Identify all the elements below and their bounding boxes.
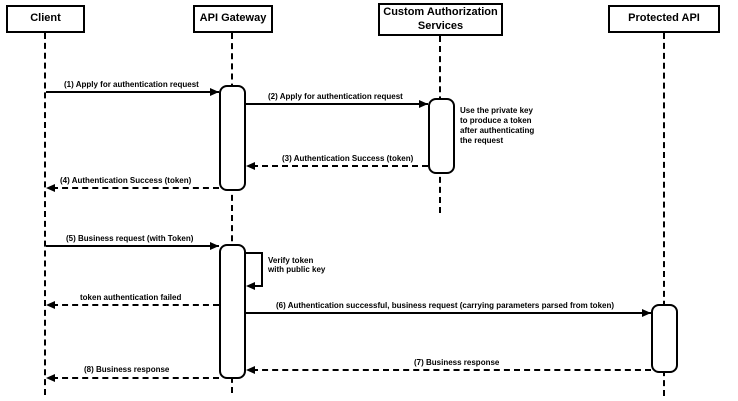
message-fail-arrowhead-icon <box>46 301 55 309</box>
activation-custom-authorization <box>428 98 455 174</box>
lifeline-protected-api <box>663 33 665 396</box>
message-7-arrowhead-icon <box>246 366 255 374</box>
message-7-line <box>252 369 651 371</box>
self-message-right-line <box>261 252 263 286</box>
message-2-arrowhead-icon <box>419 100 428 108</box>
message-fail-line <box>52 304 219 306</box>
message-8-label: (8) Business response <box>84 365 170 374</box>
participant-client: Client <box>6 5 85 33</box>
message-6-line <box>246 312 651 314</box>
message-3-arrowhead-icon <box>246 162 255 170</box>
self-message-label: Verify token with public key <box>268 256 326 274</box>
message-1-line <box>46 91 219 93</box>
participant-custom-authorization-services-label: Custom Authorization Services <box>383 6 498 32</box>
participant-custom-authorization-services: Custom Authorization Services <box>378 3 503 36</box>
message-8-line <box>52 377 219 379</box>
message-4-label: (4) Authentication Success (token) <box>60 176 192 185</box>
activation-api-gateway-auth <box>219 85 246 191</box>
message-1-arrowhead-icon <box>210 88 219 96</box>
message-1-label: (1) Apply for authentication request <box>64 80 199 89</box>
message-2-label: (2) Apply for authentication request <box>268 92 403 101</box>
message-6-arrowhead-icon <box>642 309 651 317</box>
activation-api-gateway-business <box>219 244 246 379</box>
message-7-label: (7) Business response <box>414 358 500 367</box>
self-message-bottom-line <box>252 285 263 287</box>
participant-protected-api-label: Protected API <box>628 12 700 25</box>
message-8-arrowhead-icon <box>46 374 55 382</box>
message-2-line <box>246 103 428 105</box>
activation-protected-api <box>651 304 678 373</box>
lifeline-client <box>44 33 46 395</box>
message-5-label: (5) Business request (with Token) <box>66 234 194 243</box>
self-message-top-line <box>246 252 263 254</box>
message-6-label: (6) Authentication successful, business … <box>276 301 615 310</box>
self-message-arrowhead-icon <box>246 282 255 290</box>
participant-client-label: Client <box>30 12 61 25</box>
lifeline-api-gateway <box>231 33 233 393</box>
message-fail-label: token authentication failed <box>80 293 182 302</box>
message-5-line <box>46 245 219 247</box>
note-private-key: Use the private key to produce a token a… <box>460 106 535 145</box>
participant-protected-api: Protected API <box>608 5 720 33</box>
participant-api-gateway: API Gateway <box>193 5 273 33</box>
message-4-arrowhead-icon <box>46 184 55 192</box>
participant-api-gateway-label: API Gateway <box>199 12 267 25</box>
message-4-line <box>52 187 219 189</box>
message-3-line <box>252 165 428 167</box>
message-5-arrowhead-icon <box>210 242 219 250</box>
message-3-label: (3) Authentication Success (token) <box>282 154 414 163</box>
